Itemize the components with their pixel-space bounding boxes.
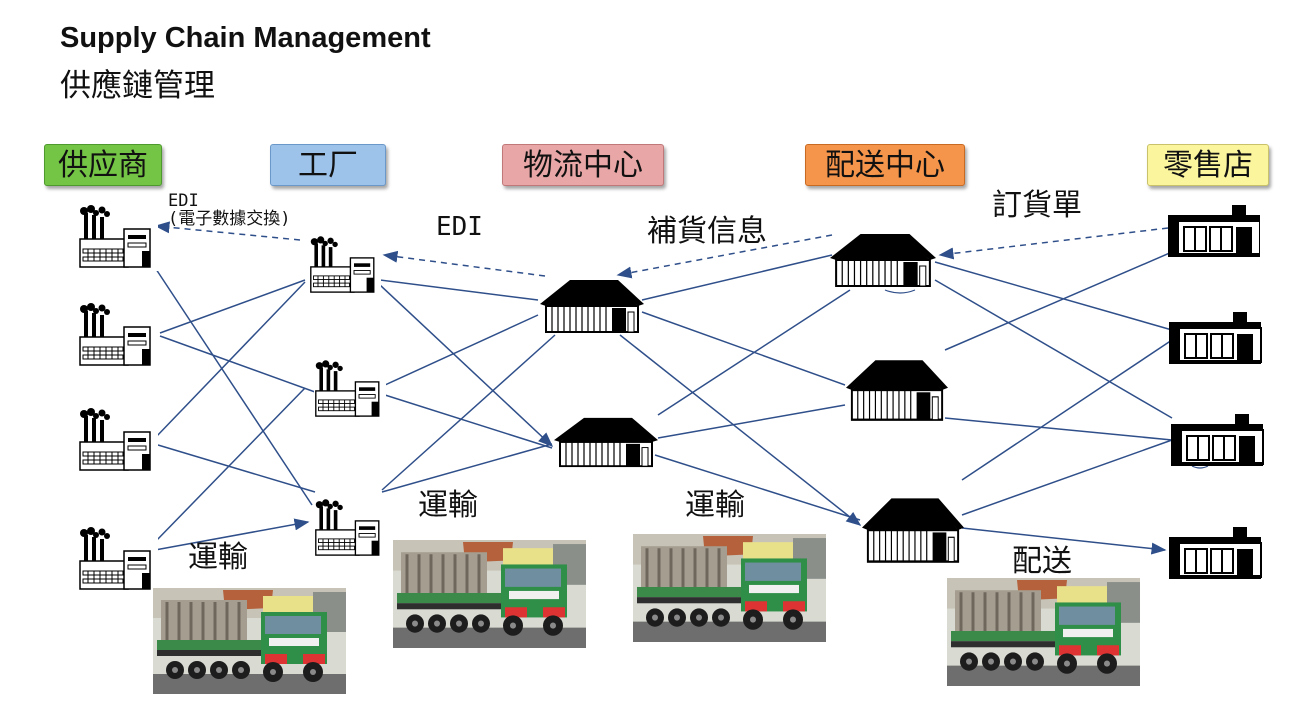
truck-photo	[153, 588, 346, 694]
truck-photo	[947, 578, 1140, 686]
stage-distribution-center: 配送中心	[805, 144, 965, 186]
warehouse-icon	[862, 496, 964, 564]
stage-retail-store: 零售店	[1147, 144, 1269, 186]
page-title: Supply Chain Management	[60, 22, 431, 54]
store-icon	[1170, 414, 1264, 466]
store-icon	[1168, 527, 1262, 579]
stage-logistics-center: 物流中心	[502, 144, 664, 186]
transport-label-1: 運輸	[188, 540, 248, 575]
truck-photo	[393, 540, 586, 648]
warehouse-icon	[554, 416, 658, 468]
stage-supplier: 供应商	[44, 144, 162, 186]
order-form-label: 訂貨單	[992, 188, 1082, 223]
delivery-label: 配送	[1012, 544, 1072, 579]
factory-icon	[78, 408, 158, 474]
factory-icon	[314, 495, 386, 563]
warehouse-icon	[830, 232, 936, 288]
warehouse-icon	[846, 358, 948, 422]
warehouse-icon	[540, 278, 644, 334]
replenish-info-label: 補貨信息	[647, 214, 767, 249]
store-icon	[1168, 205, 1260, 257]
store-icon	[1168, 312, 1262, 364]
edi-left-subtext: (電子數據交換)	[168, 209, 291, 229]
factory-icon	[78, 527, 158, 593]
edi-label-left: EDI (電子數據交換)	[168, 192, 290, 228]
transport-label-3: 運輸	[685, 488, 745, 523]
edi-left-text: EDI	[168, 191, 199, 211]
transport-label-2: 運輸	[418, 488, 478, 523]
stage-factory: 工厂	[270, 144, 386, 186]
edi-label-mid: EDI	[436, 212, 483, 242]
factory-icon	[78, 205, 158, 271]
factory-icon	[309, 232, 381, 300]
factory-icon	[78, 303, 158, 369]
truck-photo	[633, 534, 826, 642]
page-subtitle: 供應鏈管理	[60, 68, 215, 104]
factory-icon	[314, 356, 386, 424]
